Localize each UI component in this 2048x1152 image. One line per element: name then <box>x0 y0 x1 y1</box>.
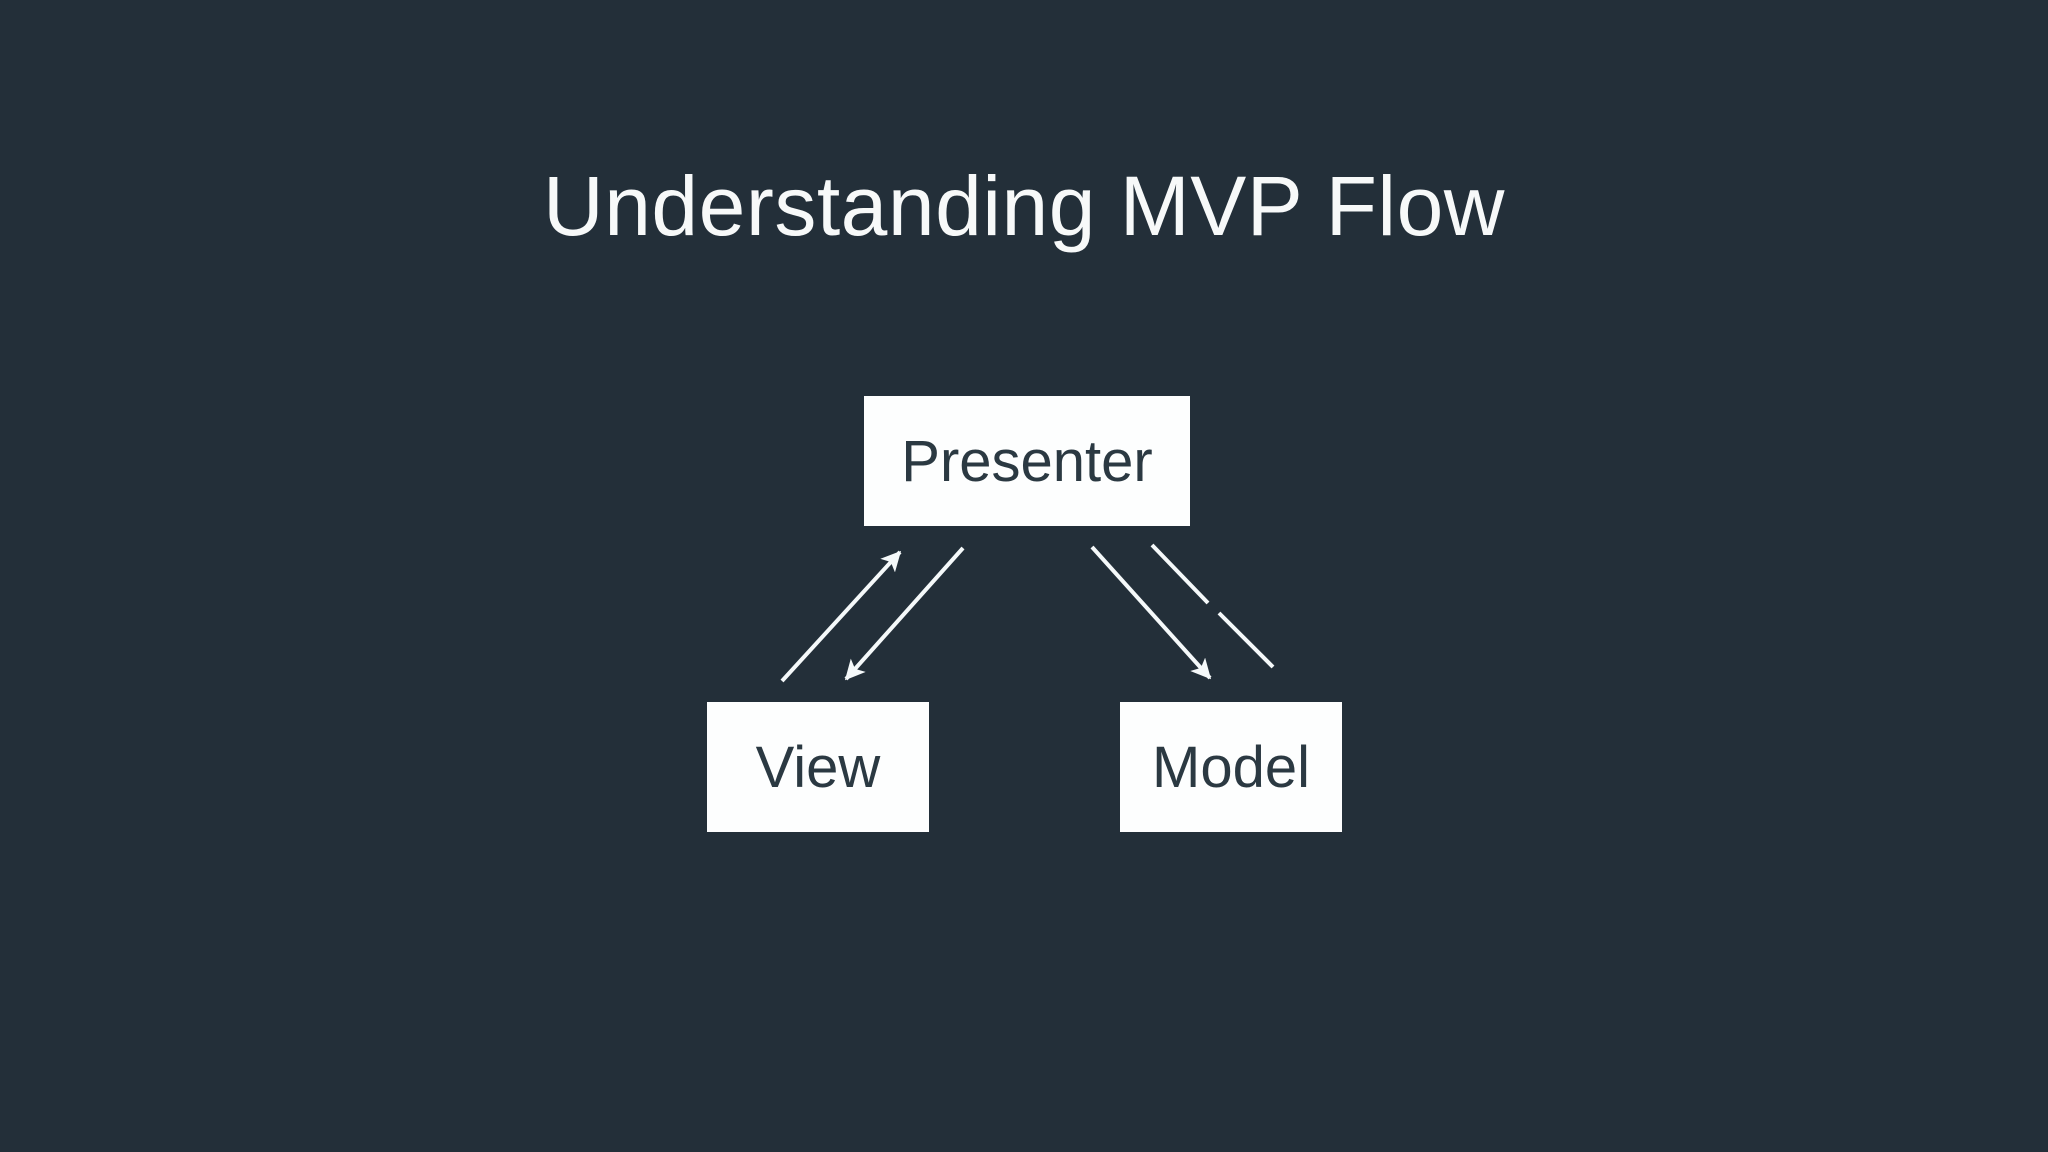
edge-model-to-presenter-segment-2 <box>1217 611 1275 669</box>
edge-model-to-presenter-segment-1 <box>1150 543 1210 605</box>
node-presenter: Presenter <box>864 396 1190 526</box>
node-view: View <box>707 702 929 832</box>
edge-presenter-to-view <box>844 546 965 681</box>
node-model: Model <box>1120 702 1342 832</box>
node-presenter-label: Presenter <box>901 428 1153 494</box>
slide-title: Understanding MVP Flow <box>543 159 1505 253</box>
edge-view-to-presenter <box>780 550 902 683</box>
edge-presenter-to-model <box>1090 545 1212 680</box>
node-view-label: View <box>755 734 881 800</box>
node-model-label: Model <box>1152 734 1310 800</box>
